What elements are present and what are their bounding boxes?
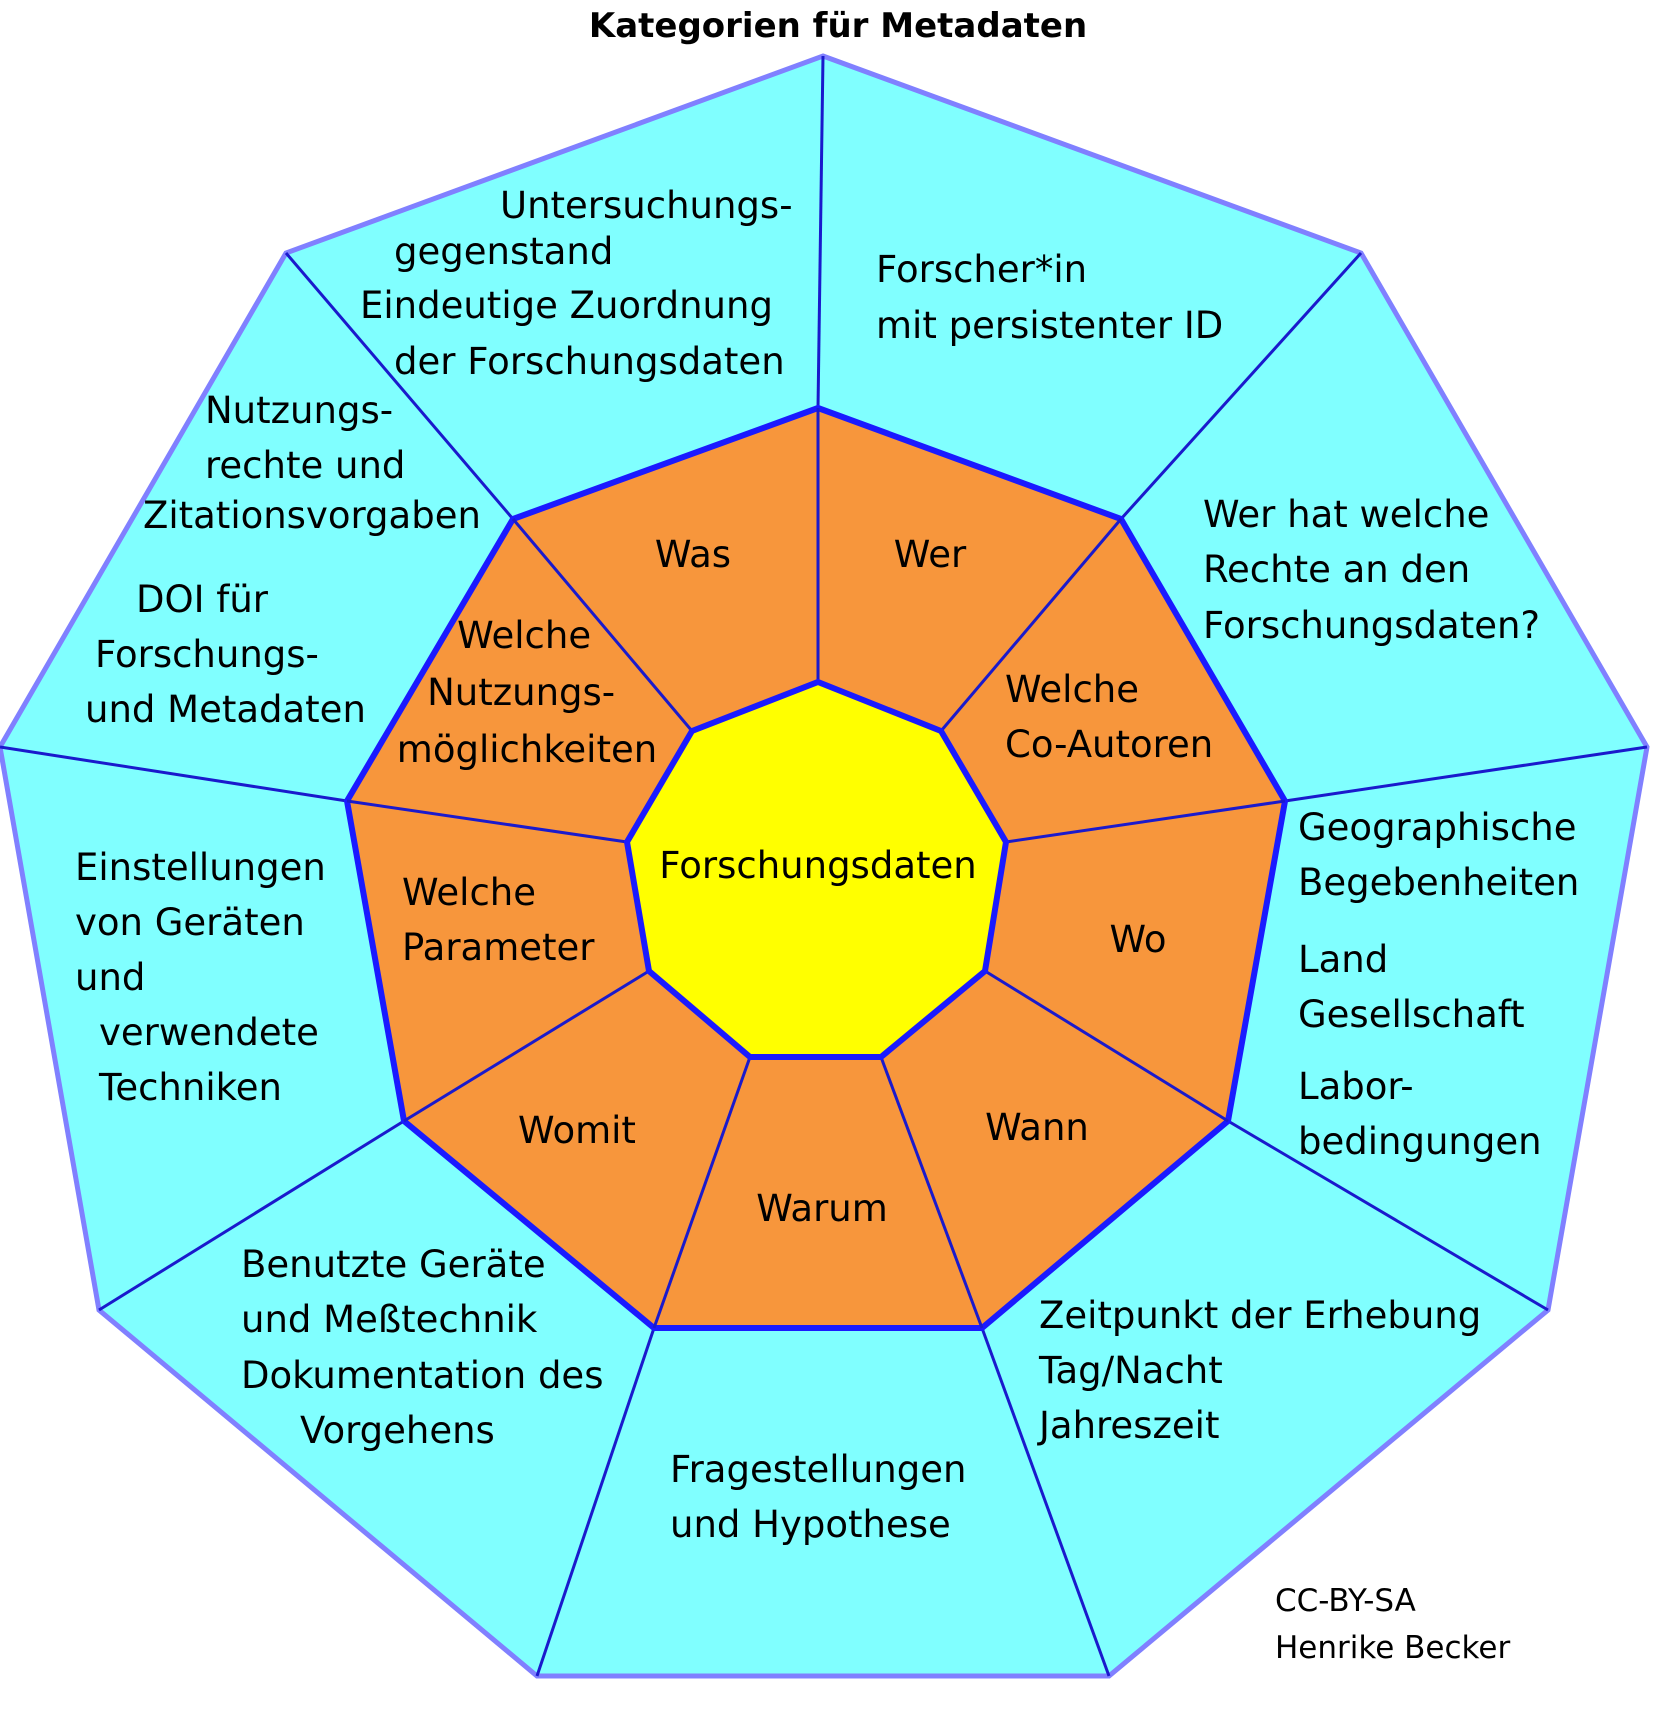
middle-ring-divider — [511, 518, 694, 732]
middle-ring-divider — [403, 969, 650, 1123]
outer-ring-divider — [535, 1327, 656, 1677]
question-welche-nutzungsmoeglichkeiten: Welche Nutzungs- möglichkeiten — [397, 614, 657, 771]
outer-ring-divider — [980, 1327, 1111, 1677]
middle-ring-divider — [346, 799, 628, 844]
question-womit: Womit — [518, 1109, 636, 1152]
outer-ring-divider — [98, 1119, 405, 1312]
outer-ring-divider — [1227, 1119, 1549, 1312]
question-wann: Wann — [985, 1106, 1089, 1149]
detail-nutzungsrechte: Nutzungs- rechte und Zitationsvorgaben — [143, 389, 481, 537]
question-wer: Wer — [894, 533, 967, 576]
detail-einstellungen: Einstellungen von Geräten und verwendete… — [75, 846, 338, 1109]
question-welche-parameter: Welche Parameter — [402, 871, 595, 969]
detail-geographie: Geographische Begebenheiten Land Gesells… — [1298, 806, 1591, 1163]
question-welche-co-autoren: Welche Co-Autoren — [1005, 668, 1213, 766]
detail-zeitpunkt: Zeitpunkt der Erhebung Tag/Nacht Jahresz… — [1037, 1294, 1493, 1447]
outer-ring-divider — [284, 252, 515, 520]
detail-fragestellungen: Fragestellungen und Hypothese — [670, 1448, 978, 1546]
middle-ring-divider — [984, 969, 1229, 1123]
outer-ring-divider — [1119, 251, 1363, 521]
diagram-title: Kategorien für Metadaten — [589, 6, 1087, 46]
outer-ring-divider — [1284, 745, 1648, 803]
center-label: Forschungsdaten — [659, 844, 976, 887]
middle-ring-divider — [939, 518, 1123, 732]
middle-ring-divider — [879, 1056, 984, 1329]
question-was: Was — [655, 533, 731, 576]
outer-ring-divider — [0, 745, 348, 803]
center-area — [623, 678, 1010, 1060]
detail-forscher: Forscher*in mit persistenter ID — [876, 248, 1223, 347]
question-warum: Warum — [756, 1187, 888, 1230]
detail-rechte: Wer hat welche Rechte an den Forschungsd… — [1203, 493, 1540, 647]
credit-license: CC-BY-SA — [1275, 1583, 1416, 1619]
middle-ring-divider — [652, 1056, 752, 1329]
detail-doi: DOI für Forschungs- und Metadaten — [85, 578, 366, 731]
question-wo: Wo — [1109, 918, 1166, 961]
outer-ring-divider — [816, 55, 825, 409]
detail-geraete: Benutzte Geräte und Meßtechnik Dokumenta… — [241, 1243, 615, 1452]
center-shape — [623, 678, 1010, 1060]
middle-ring-divider — [1005, 799, 1286, 844]
credit-author: Henrike Becker — [1275, 1630, 1510, 1666]
detail-untersuchungsgegenstand: Untersuchungs- gegenstand Eindeutige Zuo… — [360, 184, 804, 383]
